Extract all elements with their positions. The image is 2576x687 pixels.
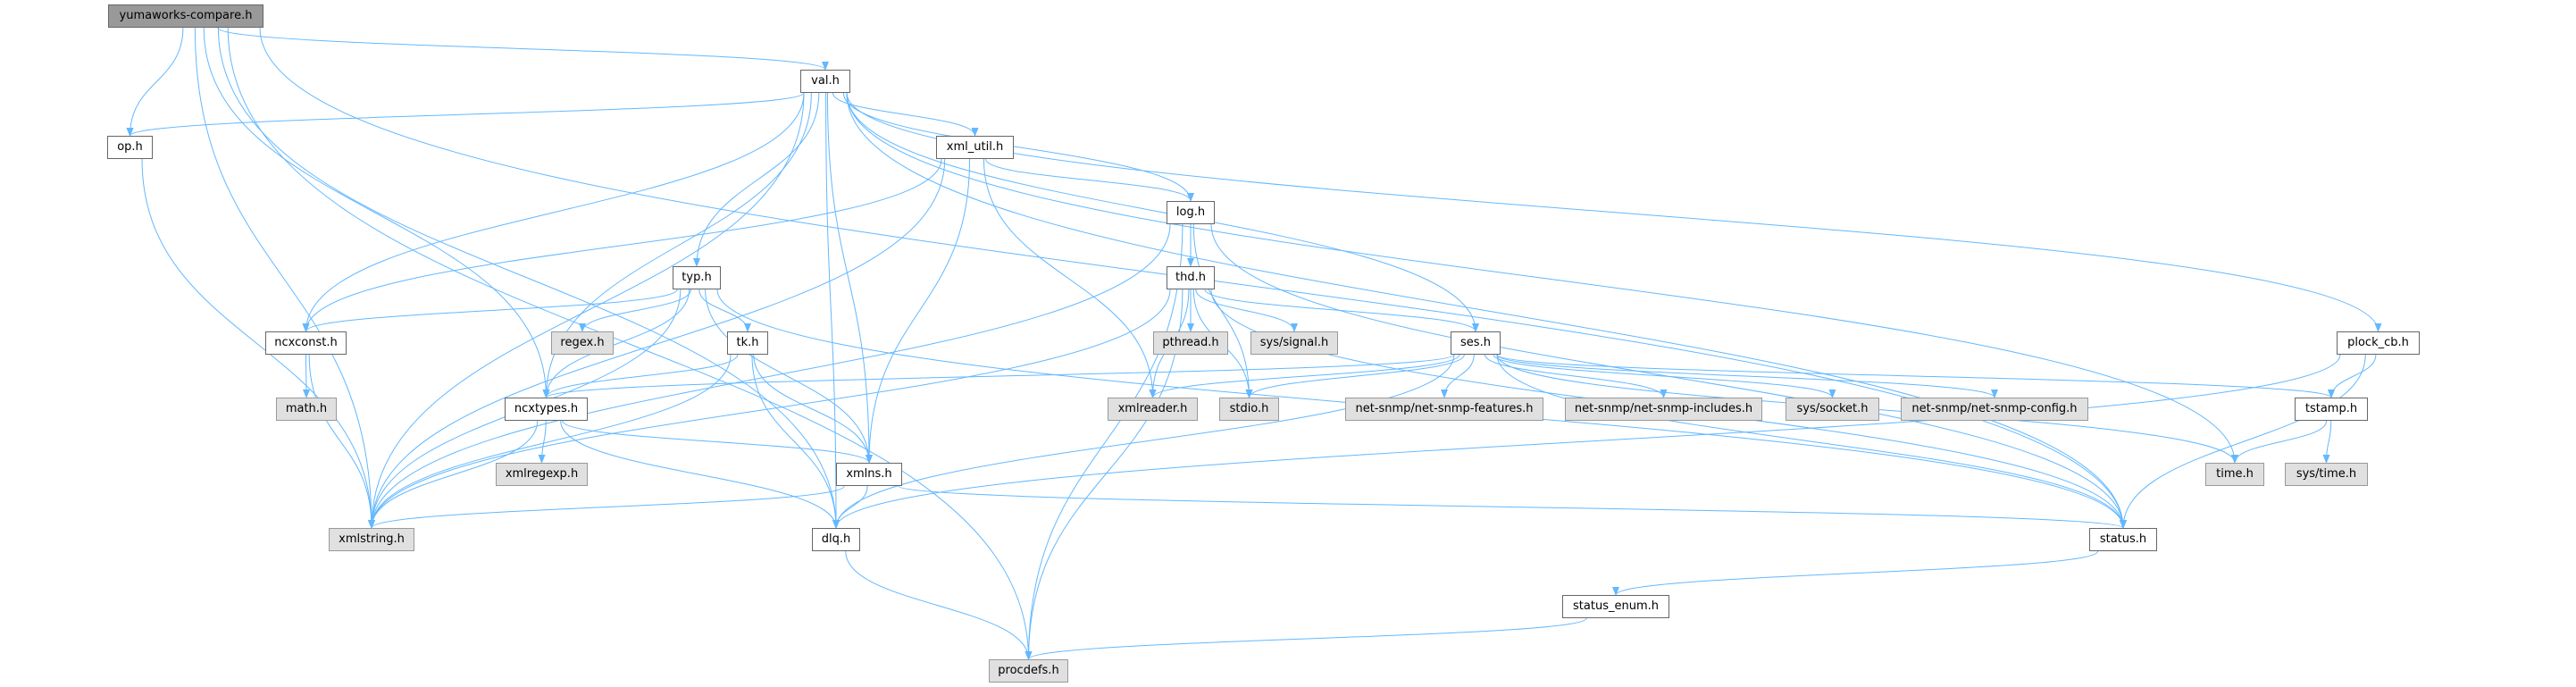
node-thd[interactable]: thd.h — [1167, 266, 1215, 289]
edge-ncxtypes-to-xmlstring — [368, 420, 539, 529]
node-procdefs: procdefs.h — [989, 659, 1068, 683]
node-status[interactable]: status.h — [2089, 528, 2157, 551]
edge-ses-to-xmlreader — [1149, 354, 1460, 398]
edge-ses-to-stdio — [1245, 354, 1465, 398]
edge-ses-to-sys-socket — [1493, 354, 1836, 398]
edge-val-to-xml-util — [832, 92, 979, 137]
node-tk[interactable]: tk.h — [727, 331, 768, 355]
edge-xmlns-to-status — [898, 485, 2127, 529]
edge-ncxtypes-to-xmlns — [562, 420, 873, 464]
edge-log-to-procdefs — [1025, 223, 1183, 660]
edge-ses-to-nss-includes — [1485, 354, 1668, 398]
edge-tk-to-dlq — [751, 354, 840, 529]
edge-log-to-xmlstring — [368, 223, 1171, 529]
edge-dlq-to-procdefs — [845, 550, 1033, 660]
edge-val-to-xmlstring — [368, 92, 805, 529]
edge-typ-to-xmlns — [705, 289, 873, 464]
node-tstamp[interactable]: tstamp.h — [2295, 398, 2368, 421]
node-op[interactable]: op.h — [107, 136, 153, 159]
edge-val-to-log — [842, 92, 1194, 202]
edge-xml-util-to-xmlns — [866, 158, 971, 464]
node-typ[interactable]: typ.h — [673, 266, 721, 289]
edge-status-to-status-enum — [1612, 550, 2099, 596]
edge-thd-to-procdefs — [1025, 289, 1183, 660]
node-status-enum[interactable]: status_enum.h — [1562, 595, 1669, 618]
node-nss-includes: net-snmp/net-snmp-includes.h — [1565, 398, 1762, 421]
node-sys-signal: sys/signal.h — [1250, 331, 1338, 355]
edge-yumaworks-compare-to-dlq — [217, 27, 840, 529]
edge-plock-cb-to-tstamp — [2328, 354, 2377, 398]
edge-val-to-status — [846, 92, 2127, 529]
edge-tk-to-xmlstring — [368, 354, 732, 529]
edge-tstamp-to-time — [2231, 420, 2328, 464]
edge-ses-to-tstamp — [1496, 354, 2335, 398]
edge-ses-to-nss-config — [1496, 354, 1998, 398]
edge-typ-to-ncxconst — [302, 289, 678, 332]
node-pthread: pthread.h — [1153, 331, 1228, 355]
edge-val-to-ses — [846, 92, 1479, 332]
edge-ses-to-status — [1496, 354, 2127, 529]
edge-xmlns-to-dlq — [832, 485, 868, 529]
edge-plock-cb-to-status — [2120, 354, 2366, 529]
node-ncxtypes[interactable]: ncxtypes.h — [505, 398, 588, 421]
edge-val-to-op — [126, 92, 805, 137]
node-dlq[interactable]: dlq.h — [812, 528, 860, 551]
edge-val-to-ncxconst — [302, 92, 805, 332]
edge-status-enum-to-procdefs — [1025, 617, 1587, 660]
node-regex: regex.h — [551, 331, 614, 355]
edge-val-to-xmlns — [826, 92, 873, 464]
edge-xml-util-to-log — [985, 158, 1194, 202]
node-math: math.h — [276, 398, 337, 421]
node-yumaworks-compare[interactable]: yumaworks-compare.h — [108, 4, 263, 28]
edge-yumaworks-compare-to-xmlstring — [194, 27, 375, 529]
edge-ncxtypes-to-xmlregexp — [538, 420, 547, 464]
edge-thd-to-sys-signal — [1195, 289, 1298, 332]
node-plock-cb[interactable]: plock_cb.h — [2337, 331, 2420, 355]
edge-yumaworks-compare-to-ncxtypes — [203, 27, 550, 398]
edge-val-to-dlq — [825, 92, 840, 529]
node-stdio: stdio.h — [1219, 398, 1279, 421]
edge-val-to-typ — [693, 92, 820, 267]
edge-val-to-time — [846, 92, 2238, 464]
node-nss-config: net-snmp/net-snmp-config.h — [1901, 398, 2088, 421]
edge-typ-to-ncxtypes — [542, 289, 690, 398]
edge-typ-to-tk — [698, 289, 751, 332]
node-nss-features: net-snmp/net-snmp-features.h — [1345, 398, 1543, 421]
edge-thd-to-xmlstring — [368, 289, 1171, 529]
edge-yumaworks-compare-to-val — [217, 27, 829, 71]
node-xml-util[interactable]: xml_util.h — [936, 136, 1014, 159]
edge-ncxtypes-to-dlq — [560, 420, 840, 529]
node-xmlstring: xmlstring.h — [329, 528, 414, 551]
node-ses[interactable]: ses.h — [1451, 331, 1501, 355]
edge-xml-util-to-xmlreader — [983, 158, 1157, 398]
edge-ncxconst-to-xmlstring — [308, 354, 375, 529]
node-log[interactable]: log.h — [1167, 201, 1215, 224]
node-time: time.h — [2205, 463, 2264, 486]
node-xmlreader: xmlreader.h — [1108, 398, 1198, 421]
edge-yumaworks-compare-to-procdefs — [227, 27, 1033, 660]
edge-op-to-xmlstring — [141, 158, 375, 529]
node-ncxconst[interactable]: ncxconst.h — [265, 331, 347, 355]
edge-thd-to-ses — [1204, 289, 1479, 332]
node-xmlregexp: xmlregexp.h — [496, 463, 588, 486]
edge-val-to-plock-cb — [846, 92, 2382, 332]
edge-tk-to-xmlns — [753, 354, 873, 464]
edge-ses-to-dlq — [832, 354, 1455, 529]
edge-xml-util-to-xmlstring — [368, 158, 946, 529]
node-xmlns[interactable]: xmlns.h — [836, 463, 902, 486]
edge-typ-to-regex — [579, 289, 692, 332]
node-sys-time: sys/time.h — [2285, 463, 2368, 486]
edge-xmlns-to-xmlstring — [368, 485, 845, 529]
edge-tstamp-to-sys-time — [2322, 420, 2332, 464]
edge-ses-to-nss-features — [1441, 354, 1475, 398]
edge-yumaworks-compare-to-op — [126, 27, 184, 137]
edge-xml-util-to-ncxconst — [302, 158, 942, 332]
node-val[interactable]: val.h — [800, 70, 850, 93]
edge-plock-cb-to-dlq — [832, 354, 2341, 529]
edge-ses-to-ncxtypes — [542, 354, 1455, 398]
edge-tk-to-ncxtypes — [542, 354, 739, 398]
node-sys-socket: sys/socket.h — [1786, 398, 1879, 421]
